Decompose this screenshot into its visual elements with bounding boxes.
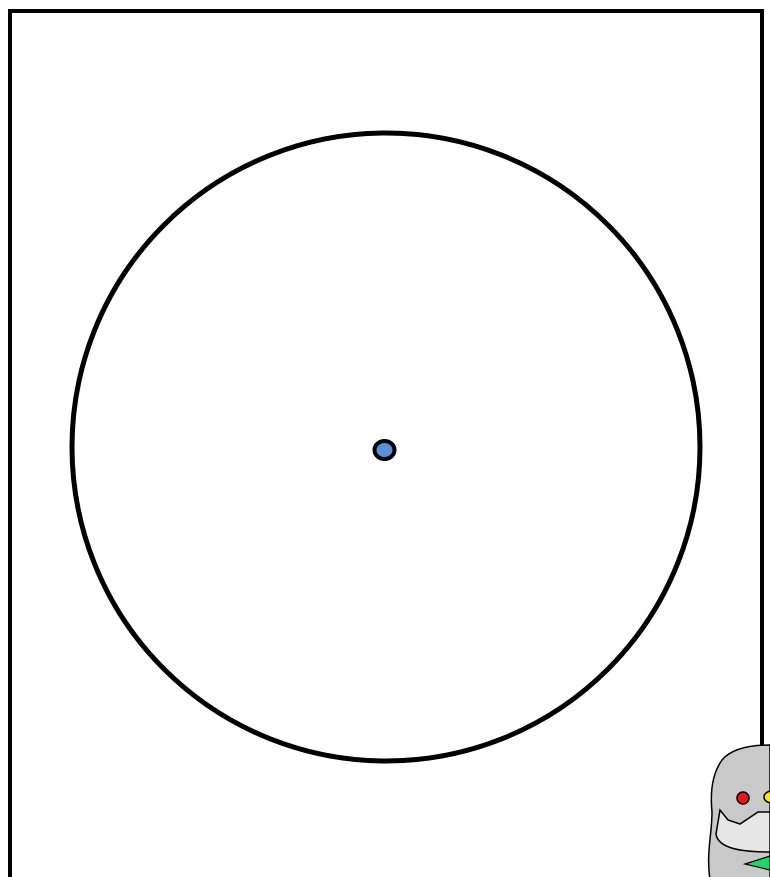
robot-red-light-icon bbox=[737, 792, 749, 804]
center-dot-icon[interactable] bbox=[375, 441, 395, 459]
